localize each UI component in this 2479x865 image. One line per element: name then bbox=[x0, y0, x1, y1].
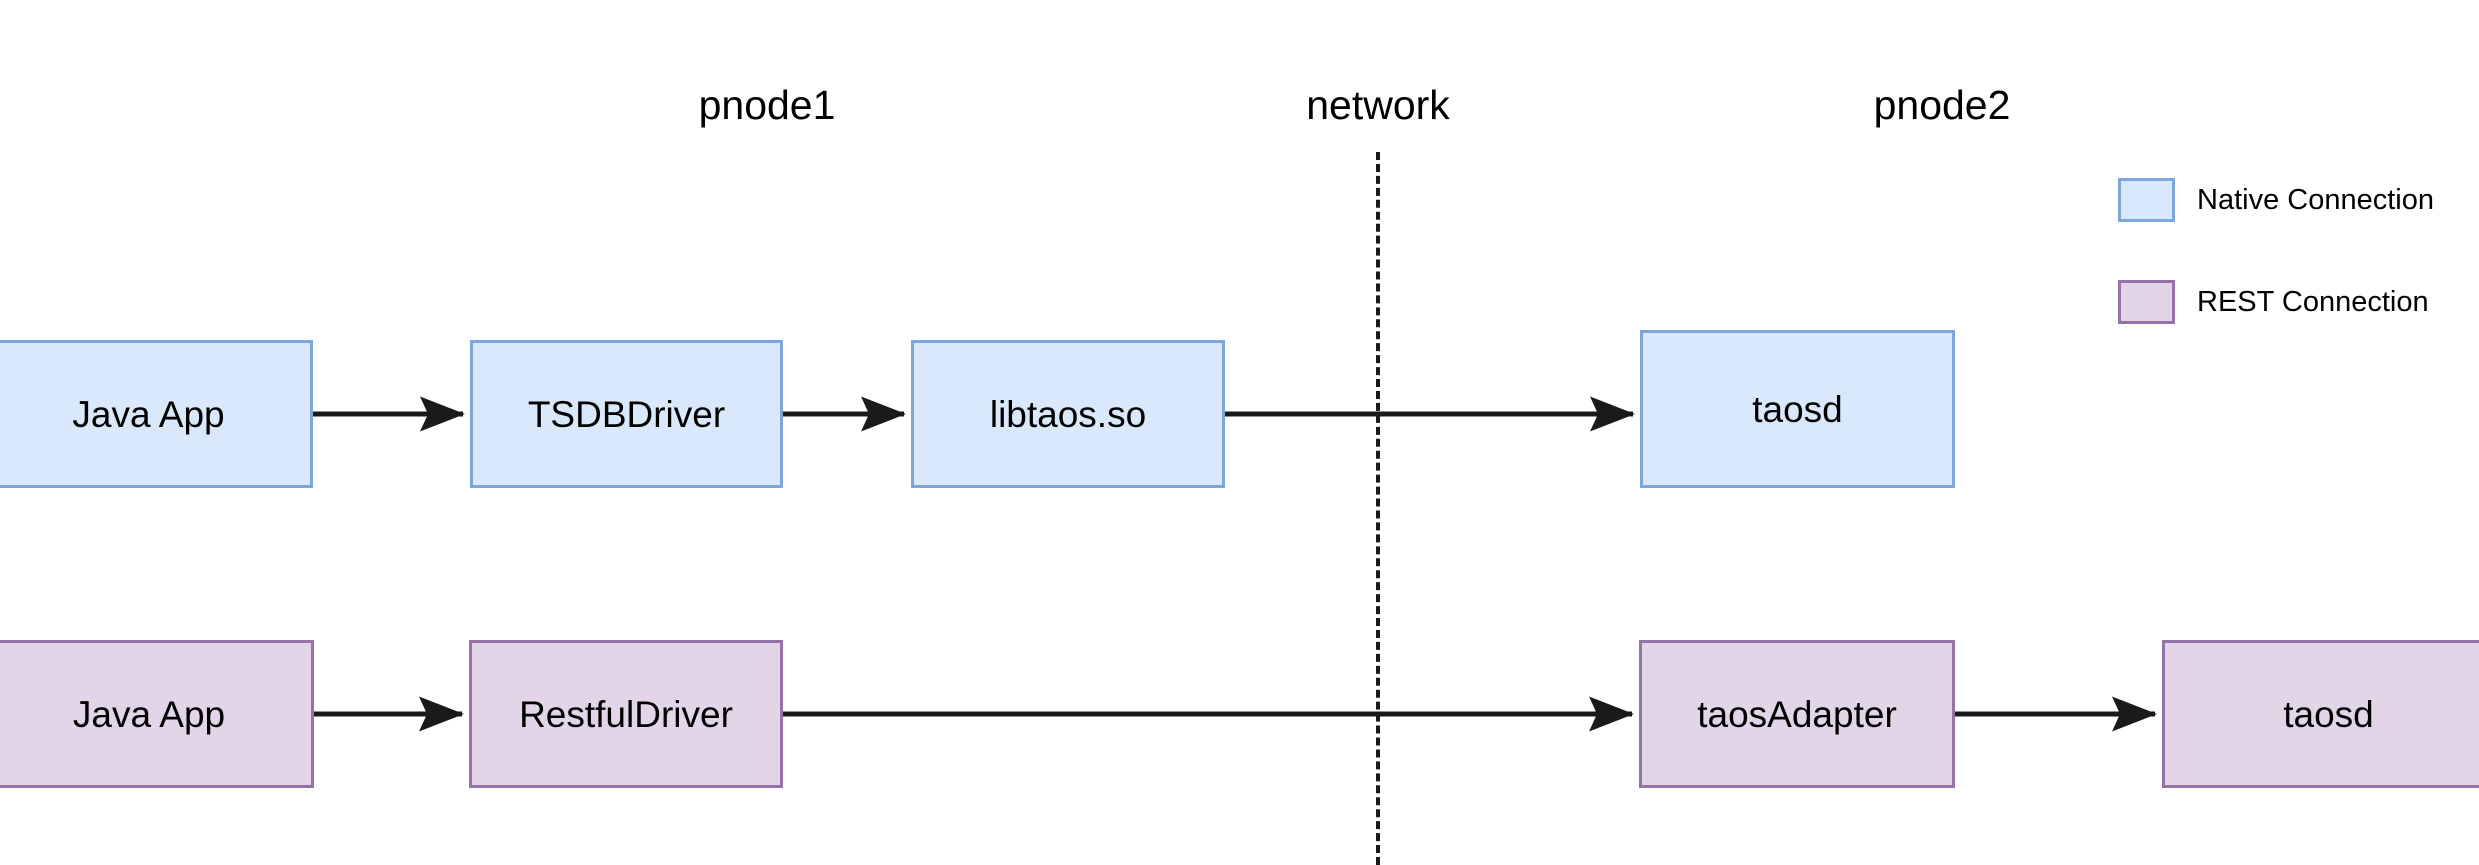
node-libtaos-so[interactable]: libtaos.so bbox=[911, 340, 1225, 488]
zone-label-network: network bbox=[1306, 82, 1450, 128]
node-label: taosd bbox=[1752, 388, 1843, 430]
legend-swatch-native-icon bbox=[2118, 178, 2175, 222]
node-restful-driver[interactable]: RestfulDriver bbox=[469, 640, 783, 788]
zone-label-pnode1: pnode1 bbox=[698, 82, 836, 128]
legend-item-native-connection: Native Connection bbox=[2118, 178, 2434, 222]
node-tsdb-driver[interactable]: TSDBDriver bbox=[470, 340, 783, 488]
node-label: taosAdapter bbox=[1697, 693, 1897, 735]
node-label: RestfulDriver bbox=[519, 693, 733, 735]
node-label: Java App bbox=[72, 393, 225, 435]
node-label: Java App bbox=[72, 693, 226, 735]
zone-label-pnode2: pnode2 bbox=[1873, 82, 2011, 128]
legend-item-rest-connection: REST Connection bbox=[2118, 280, 2429, 324]
node-label: libtaos.so bbox=[989, 393, 1147, 435]
legend-label: REST Connection bbox=[2197, 285, 2429, 318]
node-taosd-rest[interactable]: taosd bbox=[2162, 640, 2479, 788]
node-taosd-native[interactable]: taosd bbox=[1640, 330, 1955, 488]
legend-swatch-rest-icon bbox=[2118, 280, 2175, 324]
node-java-app-rest[interactable]: Java App bbox=[0, 640, 314, 788]
node-label: TSDBDriver bbox=[527, 393, 726, 435]
node-label: taosd bbox=[2283, 693, 2374, 735]
node-taos-adapter[interactable]: taosAdapter bbox=[1639, 640, 1955, 788]
network-divider-line bbox=[1376, 152, 1380, 865]
node-java-app-native[interactable]: Java App bbox=[0, 340, 313, 488]
legend-label: Native Connection bbox=[2197, 183, 2434, 216]
